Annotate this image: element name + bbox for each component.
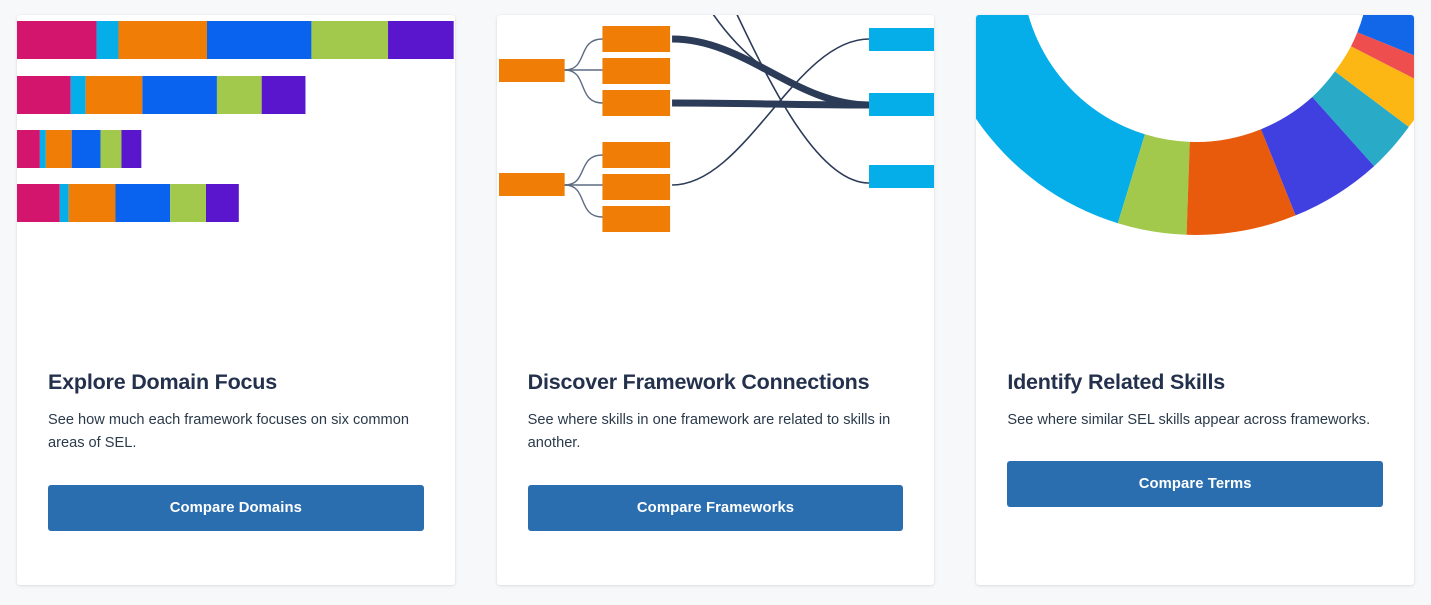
bar-segment [70, 76, 86, 114]
right-nodes-group [868, 28, 935, 188]
cross-link-thin [736, 15, 869, 184]
compare-terms-button[interactable]: Compare Terms [1007, 461, 1384, 508]
middle-nodes-group [602, 26, 670, 232]
bar-segment [115, 184, 171, 222]
bar-segment [39, 130, 46, 168]
card-body: Identify Related Skills See where simila… [976, 370, 1414, 540]
skill-node-right[interactable] [868, 165, 935, 188]
card-description: See how much each framework focuses on s… [48, 411, 409, 452]
bar-segment [216, 76, 262, 114]
bar-segment [45, 130, 72, 168]
page-title: Identify Related Skills [1007, 370, 1225, 394]
bar-segment [118, 21, 207, 59]
bar-segment [17, 184, 60, 222]
bar-row [17, 76, 306, 114]
sunburst-slice[interactable] [1312, 71, 1410, 167]
sunburst-slice[interactable] [1357, 15, 1415, 67]
bar-segment [68, 184, 116, 222]
skill-node-right[interactable] [868, 93, 935, 116]
skill-node-right[interactable] [868, 28, 935, 51]
bar-segment [17, 130, 40, 168]
node-link-diagram-visual [497, 15, 935, 370]
card-explore-domain-focus: Explore Domain Focus See how much each f… [17, 15, 455, 585]
sunburst-ring [976, 15, 1415, 235]
tree-links-group [564, 38, 603, 218]
bar-row [17, 184, 239, 222]
framework-connections-diagram [498, 15, 935, 232]
skill-node-middle[interactable] [602, 206, 670, 232]
compare-frameworks-button[interactable]: Compare Frameworks [527, 485, 904, 531]
page-title: Discover Framework Connections [527, 370, 870, 394]
bar-segment [85, 76, 143, 114]
cross-links-group [671, 15, 869, 186]
card-identify-related-skills: Identify Related Skills See where simila… [976, 15, 1415, 585]
compare-domains-button[interactable]: Compare Domains [48, 485, 424, 531]
sunburst-slice[interactable] [1261, 97, 1375, 216]
bar-segment [142, 76, 217, 114]
bar-segment [388, 21, 454, 59]
bar-segment [311, 21, 389, 59]
sunburst-slice[interactable] [1118, 134, 1191, 235]
sunburst-chart-visual [976, 15, 1415, 370]
tree-link [564, 184, 603, 218]
bar-segment [205, 184, 239, 222]
bar-segment [17, 21, 97, 59]
sunburst-slice[interactable] [1351, 32, 1415, 88]
bar-segment [17, 76, 71, 114]
bar-segment [100, 130, 122, 168]
framework-node-left[interactable] [498, 173, 565, 196]
bar-segment [121, 130, 142, 168]
cross-link-thick [671, 99, 869, 109]
bar-segment [96, 21, 119, 59]
card-body: Explore Domain Focus See how much each f… [17, 370, 455, 564]
page-title: Explore Domain Focus [48, 370, 277, 394]
framework-node-left[interactable] [498, 59, 565, 82]
bar-segment [71, 130, 101, 168]
stacked-bar-chart [17, 21, 454, 222]
skill-node-middle[interactable] [602, 142, 670, 168]
skill-node-middle[interactable] [602, 58, 670, 84]
tree-link [564, 69, 603, 104]
bar-segment [59, 184, 69, 222]
bar-segment [206, 21, 312, 59]
tree-link [564, 154, 603, 186]
tree-link [564, 38, 603, 71]
card-body: Discover Framework Connections See where… [497, 370, 935, 564]
bar-segment [261, 76, 306, 114]
related-skills-sunburst [976, 15, 1415, 235]
card-description: See where similar SEL skills appear acro… [1007, 411, 1371, 428]
stacked-bar-chart-visual [17, 15, 455, 370]
skill-node-middle[interactable] [602, 174, 670, 200]
cross-link-thin [712, 15, 869, 106]
bar-row [17, 21, 454, 59]
sunburst-slice[interactable] [1186, 129, 1296, 235]
sunburst-slice[interactable] [1335, 46, 1415, 127]
skill-node-middle[interactable] [602, 26, 670, 52]
bar-segment [170, 184, 206, 222]
skill-node-middle[interactable] [602, 90, 670, 116]
sunburst-slice[interactable] [976, 15, 1146, 224]
bar-row [17, 130, 142, 168]
card-description: See where skills in one framework are re… [527, 411, 891, 452]
card-discover-framework-connections: Discover Framework Connections See where… [496, 15, 935, 585]
left-nodes-group [498, 59, 565, 196]
cross-link-thin [671, 38, 869, 186]
